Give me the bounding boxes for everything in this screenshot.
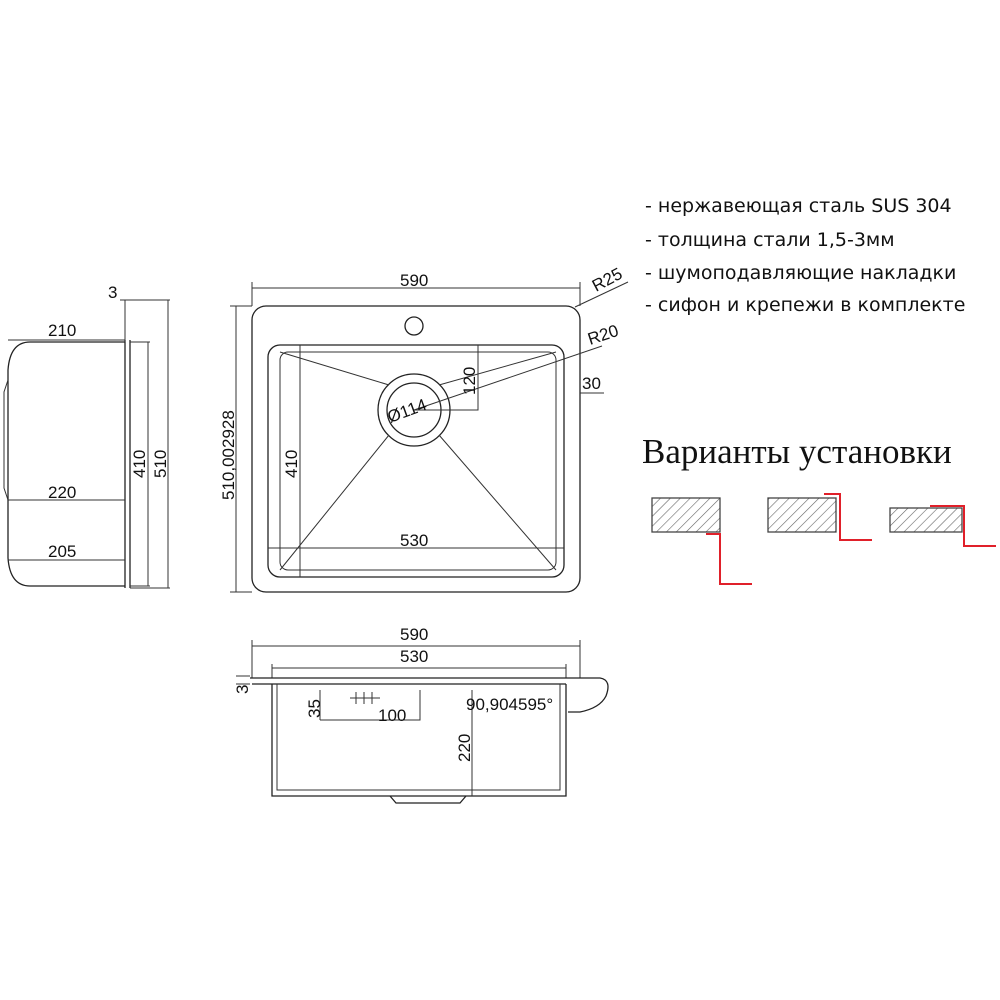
top-outer-rim bbox=[251, 305, 581, 593]
side-dim-220: 220 bbox=[48, 483, 76, 502]
side-dim-210: 210 bbox=[48, 321, 76, 340]
installation-variant-1 bbox=[651, 497, 752, 585]
front-dim-590: 590 bbox=[400, 625, 428, 644]
feature-thickness: - толщина стали 1,5-3мм bbox=[645, 229, 895, 251]
side-dim-510: 510 bbox=[151, 450, 170, 478]
top-dim-drain: Ø114 bbox=[385, 395, 429, 427]
top-dim-590-line bbox=[251, 282, 581, 306]
feature-noise-pads: - шумоподавляющие накладки bbox=[645, 262, 957, 284]
top-view: 590 R25 R20 30 120 Ø114 410 530 510,0029… bbox=[219, 264, 629, 593]
side-dim-205: 205 bbox=[48, 542, 76, 561]
bowl-slope-lines bbox=[279, 351, 557, 571]
front-dim-220: 220 bbox=[455, 734, 474, 762]
front-dim-3-line bbox=[236, 675, 250, 685]
countertop-section bbox=[651, 497, 721, 533]
top-dim-410: 410 bbox=[282, 450, 301, 478]
sink-profile bbox=[930, 505, 996, 547]
top-dim-r20: R20 bbox=[585, 321, 621, 349]
top-dim-510-line bbox=[230, 305, 252, 593]
top-dim-510: 510,002928 bbox=[219, 410, 238, 500]
installation-variants-title: Варианты установки bbox=[642, 432, 952, 471]
front-dim-590-line bbox=[251, 640, 581, 678]
top-r25-leader bbox=[574, 281, 629, 308]
top-r20-leader bbox=[413, 345, 603, 411]
side-dim-410: 410 bbox=[130, 450, 149, 478]
front-dim-100-line bbox=[319, 690, 421, 721]
front-dim-35: 35 bbox=[305, 699, 324, 718]
front-bowl-outline bbox=[271, 684, 567, 797]
side-view: 3 210 220 205 410 510 bbox=[3, 283, 170, 589]
top-dim-r25: R25 bbox=[589, 264, 625, 295]
top-tap-hole bbox=[404, 316, 424, 336]
countertop-section bbox=[767, 497, 837, 533]
top-dim-590: 590 bbox=[400, 271, 428, 290]
front-bowl-inner bbox=[276, 684, 561, 791]
top-dim-120: 120 bbox=[460, 367, 479, 395]
overflow-slot bbox=[350, 692, 380, 704]
top-dim-30: 30 bbox=[582, 374, 601, 393]
sink-profile bbox=[706, 533, 752, 585]
side-dim-3: 3 bbox=[108, 283, 117, 302]
installation-variant-3 bbox=[889, 505, 996, 547]
front-dim-100: 100 bbox=[378, 706, 406, 725]
front-dim-530: 530 bbox=[400, 647, 428, 666]
countertop-section bbox=[889, 507, 963, 533]
side-dim-3-ext bbox=[120, 299, 130, 342]
front-dim-3: 3 bbox=[233, 685, 252, 694]
front-dim-530-line bbox=[271, 664, 567, 678]
front-dim-angle: 90,904595° bbox=[466, 695, 553, 714]
side-dim-410-line bbox=[130, 341, 150, 587]
top-dim-120-line bbox=[414, 345, 479, 411]
side-bowl-outline bbox=[7, 341, 125, 587]
installation-variant-2 bbox=[767, 493, 872, 541]
sink-profile bbox=[824, 493, 872, 541]
feature-siphon: - сифон и крепежи в комплекте bbox=[645, 294, 966, 316]
front-view: 590 530 3 35 100 220 90,904595° bbox=[233, 625, 609, 804]
side-dim-510-line bbox=[130, 299, 170, 589]
side-drain-bump bbox=[3, 379, 9, 501]
front-drain bbox=[389, 795, 467, 804]
top-dim-530: 530 bbox=[400, 531, 428, 550]
top-bowl-inner bbox=[279, 351, 557, 571]
front-rim bbox=[250, 677, 609, 713]
top-bowl-outer bbox=[267, 344, 565, 578]
feature-steel: - нержавеющая сталь SUS 304 bbox=[645, 195, 952, 217]
